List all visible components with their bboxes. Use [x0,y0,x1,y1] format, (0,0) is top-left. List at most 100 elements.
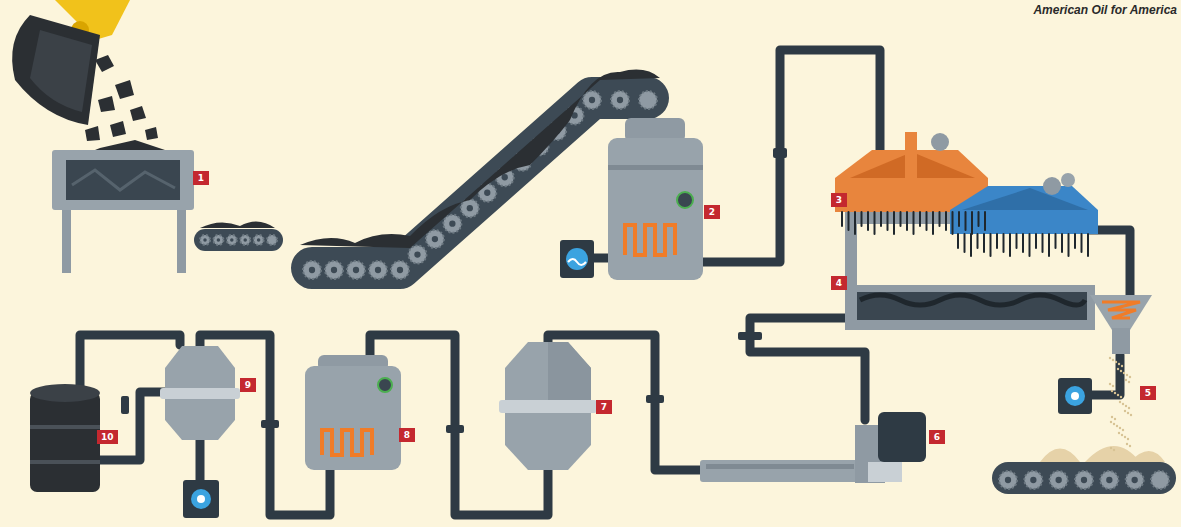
callout-number: 2 [704,205,720,219]
gear-hub [230,238,234,242]
gear [213,235,223,245]
sand-grain [1126,443,1128,445]
drip [996,234,998,248]
gear [240,235,250,245]
gear [583,91,601,109]
sand-grain [1113,423,1115,425]
drip [900,212,902,226]
mixing-unit [700,412,926,483]
crusher-hopper [52,150,194,273]
gear-hub [589,97,595,103]
drip [1074,234,1076,248]
drip [926,212,928,230]
sand-grain [1119,427,1121,429]
gear [1024,471,1042,489]
drip [965,212,967,230]
sand-grain [1130,414,1132,416]
gear-hub [617,97,623,103]
sand-grain [1118,432,1120,434]
gear-hub [1081,477,1087,483]
sand-grain [1117,394,1119,396]
drip [1048,234,1050,256]
reactor-vessel [499,342,597,470]
callout-number: 4 [831,276,847,290]
gear-hub [1132,477,1138,483]
drip [958,212,960,226]
sand-grain [1119,401,1121,403]
drip [848,212,850,230]
sand-grain [1120,396,1122,398]
gear-hub [414,251,420,257]
sand-grain [1129,445,1131,447]
sand-grain [1127,412,1129,414]
gear [1075,471,1093,489]
sand-grain [1117,368,1119,370]
drip [952,212,954,234]
sand-grain [1111,416,1113,418]
sand-grain [1122,429,1124,431]
gear [443,215,461,233]
gear [408,246,426,264]
gear-hub [203,238,207,242]
gear-hub [1030,477,1036,483]
drip [867,212,869,230]
gear [325,261,343,279]
gear [200,235,210,245]
drip [1022,234,1024,252]
sand-grain [1127,438,1129,440]
gear [303,261,321,279]
gear [999,471,1017,489]
drip [893,212,895,234]
callout-number: 3 [831,193,847,207]
gear-hub [375,267,381,273]
sand-grain [1112,359,1114,361]
callout-number: 10 [97,430,118,444]
refining-vessel [160,346,240,518]
gear-hub [467,205,473,211]
sand-grain [1125,379,1127,381]
sand-grain [1110,447,1112,449]
gear-hub [243,238,247,242]
sand-grain [1112,385,1114,387]
gear [1151,471,1169,489]
drip [1042,234,1044,252]
conveyor-gears [200,91,1169,489]
excavator-bucket [12,0,130,125]
credit-text: American Oil for America [1033,3,1177,17]
heating-tank [560,118,703,280]
drip [1016,234,1018,248]
callout-number: 9 [240,378,256,392]
drip [1035,234,1037,248]
callout-number: 8 [399,428,415,442]
gear-hub [331,267,337,273]
drip [1009,234,1011,256]
gear [227,235,237,245]
drip [1068,234,1070,256]
drip [887,212,889,230]
gear-hub [432,236,438,242]
drip [1081,234,1083,252]
rocks [85,55,165,152]
sand-grain [1118,363,1120,365]
gear [1100,471,1118,489]
conveyors [205,98,1160,478]
gear [639,91,657,109]
sand-grain [1126,374,1128,376]
gear [267,235,277,245]
drip [964,234,966,252]
drip [983,234,985,252]
pipes [80,50,1130,515]
heating-tank [305,355,401,470]
sand-grain [1122,403,1124,405]
gear [1050,471,1068,489]
callout-number: 7 [596,400,612,414]
gear [461,199,479,217]
sand-grain [1128,407,1130,409]
drip [841,212,843,226]
sand-grain [1111,390,1113,392]
gear [611,91,629,109]
sand-grain [1115,361,1117,363]
drip [861,212,863,226]
